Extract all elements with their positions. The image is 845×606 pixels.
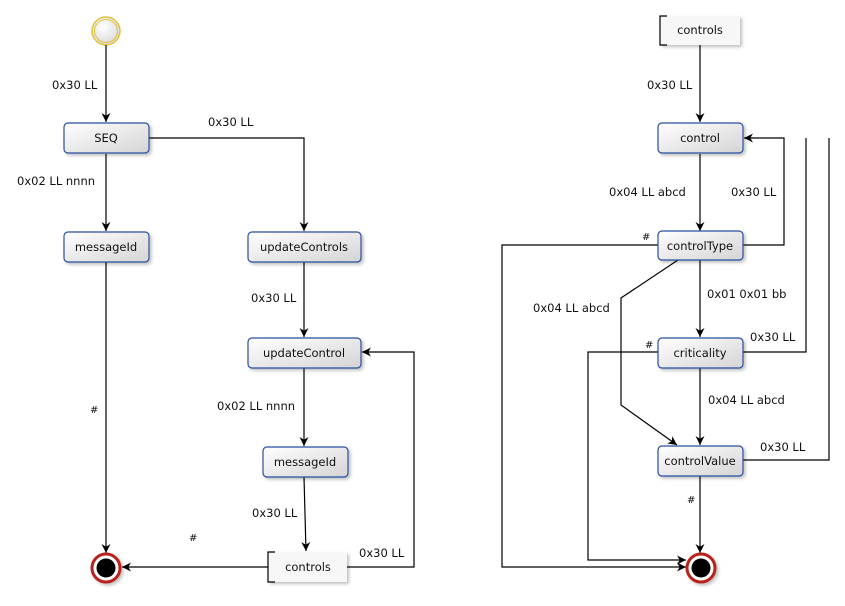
state-seq[interactable]: SEQ <box>63 122 150 154</box>
edge-control-value-to-control <box>743 138 830 461</box>
svg-text:messageId: messageId <box>274 455 336 469</box>
label-seq-to-message-id: 0x02 LL nnnn <box>17 174 95 188</box>
start-node <box>91 16 121 46</box>
label-message-id-to-controls: 0x30 LL <box>252 506 298 520</box>
state-message-id[interactable]: messageId <box>63 231 150 263</box>
label-update-controls-to-update-control: 0x30 LL <box>251 291 297 305</box>
state-control-value[interactable]: controlValue <box>657 445 744 477</box>
label-control-to-control-type: 0x04 LL abcd <box>609 185 686 199</box>
svg-text:controlValue: controlValue <box>664 454 735 468</box>
edge-criticality-to-end <box>587 351 686 565</box>
state-message-id-2[interactable]: messageId <box>262 446 349 478</box>
label-control-type-to-control-value: 0x04 LL abcd <box>533 301 610 315</box>
left-diagram: 0x30 LL 0x30 LL 0x02 LL nnnn # 0x30 LL 0… <box>17 16 415 584</box>
label-control-type-to-control: 0x30 LL <box>731 185 777 199</box>
label-controls-to-end: # <box>189 533 197 544</box>
edge-seq-to-update-controls <box>149 137 309 231</box>
state-control[interactable]: control <box>657 122 744 154</box>
edge-control-type-to-end <box>501 244 686 572</box>
state-control-type[interactable]: controlType <box>657 230 744 261</box>
label-message-id-to-end: # <box>90 405 98 416</box>
svg-text:control: control <box>680 131 720 145</box>
label-seq-to-update-controls: 0x30 LL <box>208 115 254 129</box>
label-control-type-to-end: # <box>642 232 650 243</box>
edge-criticality-to-control <box>743 138 807 353</box>
right-diagram: 0x30 LL 0x04 LL abcd 0x30 LL # 0x01 0x01… <box>501 15 830 584</box>
svg-text:updateControls: updateControls <box>260 240 348 254</box>
label-control-type-to-criticality: 0x01 0x01 bb <box>707 287 786 301</box>
svg-text:controls: controls <box>285 560 331 574</box>
label-update-control-to-message-id: 0x02 LL nnnn <box>217 399 295 413</box>
state-criticality[interactable]: criticality <box>657 337 744 369</box>
label-start-to-seq: 0x30 LL <box>52 78 98 92</box>
state-update-control[interactable]: updateControl <box>247 337 362 369</box>
label-controls-to-update-control: 0x30 LL <box>359 546 405 560</box>
state-update-controls[interactable]: updateControls <box>247 231 362 263</box>
svg-text:controlType: controlType <box>667 239 733 253</box>
svg-text:messageId: messageId <box>75 240 137 254</box>
label-control-value-to-end: # <box>687 495 695 506</box>
label-criticality-to-end: # <box>645 340 653 351</box>
edge-message-id-to-controls <box>301 476 311 552</box>
label-control-value-to-control: 0x30 LL <box>760 440 806 454</box>
label-controls-to-control: 0x30 LL <box>647 78 693 92</box>
end-node <box>90 552 122 584</box>
edge-controls-to-update-control <box>347 347 415 568</box>
end-node-right <box>685 552 717 584</box>
label-criticality-to-control-value: 0x04 LL abcd <box>708 393 785 407</box>
state-controls-entry[interactable]: controls <box>659 15 740 46</box>
svg-text:SEQ: SEQ <box>94 131 118 145</box>
state-controls[interactable]: controls <box>267 551 347 583</box>
label-criticality-to-control: 0x30 LL <box>750 330 796 344</box>
edge-control-type-to-control <box>743 133 785 246</box>
svg-text:updateControl: updateControl <box>263 346 345 360</box>
svg-text:controls: controls <box>677 23 723 37</box>
svg-text:criticality: criticality <box>673 346 726 360</box>
